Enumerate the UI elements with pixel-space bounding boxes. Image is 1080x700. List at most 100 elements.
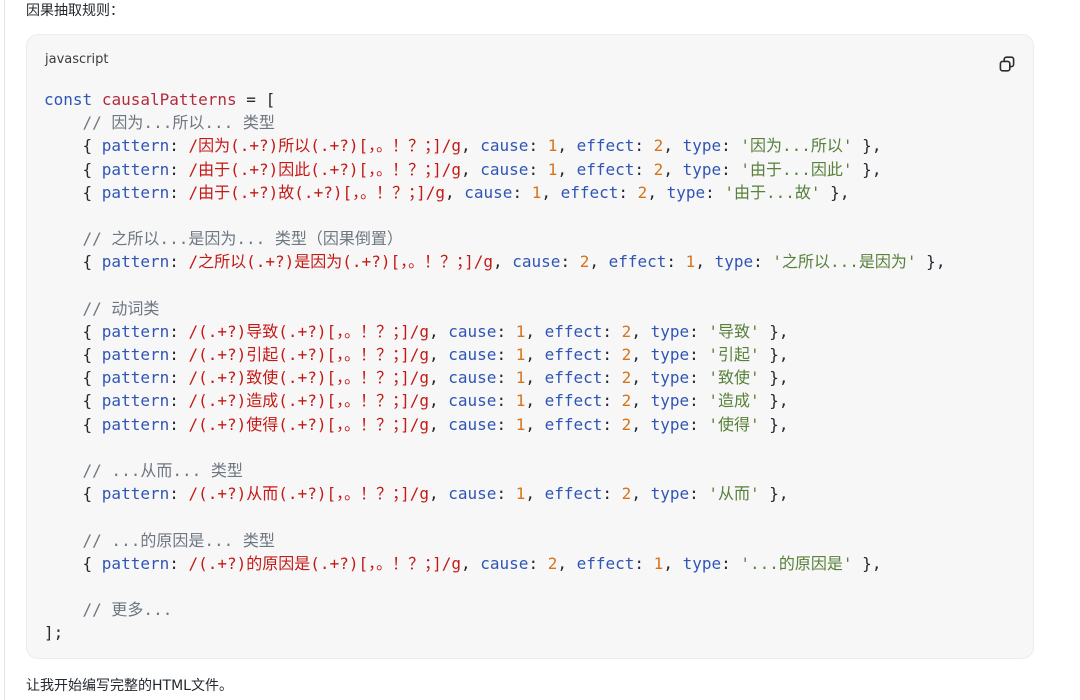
code-punctuation: :	[689, 414, 709, 434]
code-punctuation: },	[916, 252, 946, 272]
code-punctuation: :	[169, 136, 189, 156]
code-punctuation: :	[169, 484, 189, 504]
code-property: cause	[480, 553, 529, 573]
code-property: type	[650, 391, 690, 411]
code-number: 1	[515, 321, 526, 341]
code-punctuation: :	[512, 182, 532, 202]
code-punctuation: {	[44, 368, 102, 388]
code-punctuation: ,	[647, 182, 667, 202]
code-punctuation: :	[496, 345, 516, 365]
code-punctuation: :	[496, 484, 516, 504]
code-line: // ...从而... 类型	[44, 459, 945, 482]
code-property: type	[682, 553, 722, 573]
copy-button[interactable]	[995, 52, 1019, 76]
code-comment: // ...从而... 类型	[44, 461, 243, 480]
code-punctuation: :	[634, 136, 654, 156]
code-number: 2	[653, 159, 664, 179]
code-punctuation: :	[169, 553, 189, 573]
code-punctuation: :	[689, 391, 709, 411]
code-punctuation: :	[634, 159, 654, 179]
code-punctuation: ,	[461, 136, 481, 156]
code-property: effect	[544, 368, 603, 388]
code-property: cause	[512, 252, 561, 272]
code-punctuation: ,	[461, 553, 481, 573]
code-punctuation: },	[759, 321, 789, 341]
code-punctuation: :	[496, 321, 516, 341]
code-comment: // 更多...	[44, 600, 173, 620]
code-content: const causalPatterns = [ // 因为...所以... 类…	[44, 88, 945, 645]
code-punctuation: ,	[557, 553, 577, 573]
code-punctuation: ,	[493, 252, 513, 272]
code-property: pattern	[101, 182, 170, 202]
code-punctuation: ,	[631, 391, 651, 411]
code-number: 1	[515, 484, 526, 504]
code-punctuation: },	[759, 414, 789, 434]
code-punctuation: :	[528, 553, 548, 573]
code-property: type	[682, 136, 722, 156]
code-property: effect	[544, 414, 603, 434]
code-regex: /由于(.+?)故(.+?)[，。！？；]/g	[188, 182, 446, 202]
code-punctuation: :	[169, 391, 189, 411]
code-string: '因为...所以'	[740, 136, 853, 156]
code-punctuation: :	[705, 182, 725, 202]
code-punctuation: {	[44, 391, 102, 411]
code-punctuation: ,	[663, 553, 683, 573]
code-punctuation: :	[666, 252, 686, 272]
code-punctuation: :	[689, 368, 709, 388]
code-punctuation: :	[496, 391, 516, 411]
code-punctuation: {	[44, 136, 102, 156]
code-regex: /由于(.+?)因此(.+?)[，。！？；]/g	[188, 159, 462, 179]
code-number: 1	[515, 368, 526, 388]
code-punctuation: :	[528, 136, 548, 156]
code-punctuation: },	[852, 136, 882, 156]
code-property: pattern	[101, 252, 170, 272]
code-property: effect	[576, 553, 635, 573]
code-punctuation: {	[44, 553, 102, 573]
code-punctuation: ,	[461, 159, 481, 179]
code-punctuation	[92, 90, 102, 109]
code-number: 1	[547, 159, 558, 179]
code-punctuation: {	[44, 321, 102, 341]
code-punctuation: },	[759, 391, 789, 411]
code-property: cause	[448, 345, 497, 365]
code-punctuation: ,	[631, 484, 651, 504]
code-line: // 之所以...是因为... 类型（因果倒置）	[44, 227, 945, 250]
code-number: 2	[547, 553, 558, 573]
code-property: type	[682, 159, 722, 179]
code-property: effect	[544, 345, 603, 365]
code-punctuation: {	[44, 345, 102, 365]
code-language-label: javascript	[45, 52, 109, 67]
code-comment: // 因为...所以... 类型	[44, 113, 275, 133]
code-property: type	[650, 368, 690, 388]
code-comment: // 之所以...是因为... 类型（因果倒置）	[44, 229, 403, 249]
code-keyword: const	[44, 90, 93, 109]
code-punctuation: :	[602, 484, 622, 504]
code-number: 2	[621, 321, 632, 341]
code-property: effect	[576, 159, 635, 179]
code-punctuation: :	[721, 159, 741, 179]
code-punctuation: ,	[631, 321, 651, 341]
code-punctuation: :	[496, 368, 516, 388]
code-regex: /(.+?)造成(.+?)[，。！？；]/g	[188, 391, 430, 411]
code-line: ];	[44, 621, 945, 644]
code-punctuation: ,	[429, 345, 449, 365]
code-line: const causalPatterns = [	[44, 88, 945, 111]
code-line: // 更多...	[44, 598, 945, 621]
intro-text: 因果抽取规则：	[26, 3, 124, 19]
code-number: 1	[515, 414, 526, 434]
code-punctuation: :	[169, 345, 189, 365]
code-punctuation: :	[169, 252, 189, 272]
code-line: { pattern: /(.+?)从而(.+?)[，。！？；]/g, cause…	[44, 482, 945, 505]
code-property: pattern	[101, 368, 170, 388]
code-number: 2	[653, 136, 664, 156]
code-string: '致使'	[708, 368, 760, 388]
code-punctuation: ,	[557, 159, 577, 179]
code-punctuation: :	[602, 414, 622, 434]
code-line: // 动词类	[44, 297, 945, 320]
code-property: effect	[544, 321, 603, 341]
code-punctuation: :	[689, 321, 709, 341]
code-property: effect	[544, 391, 603, 411]
code-punctuation: :	[528, 159, 548, 179]
code-number: 2	[621, 484, 632, 504]
